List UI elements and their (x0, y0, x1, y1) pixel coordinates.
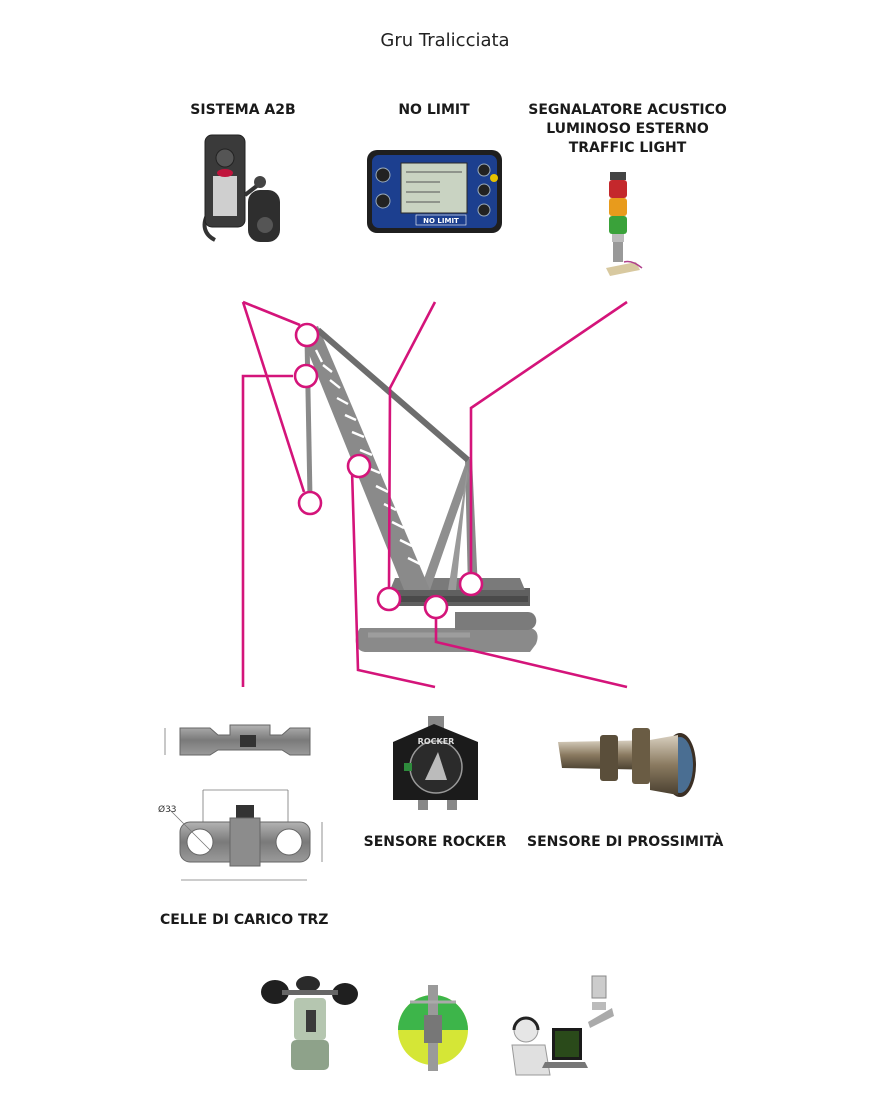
load-cell-diameter-text: Ø33 (158, 804, 177, 815)
line-a2b-to-hook (241, 301, 306, 493)
label-sensore-prossimita: SENSORE DI PROSSIMITÀ (527, 834, 724, 850)
rocker-brand-text: ROCKER (418, 737, 455, 746)
proximity-sensor-image (558, 728, 696, 797)
line-traffic-light (469, 300, 628, 574)
label-no-limit: NO LIMIT (398, 102, 470, 118)
a2b-device-image (202, 134, 280, 242)
sensor-marker-load-cell (293, 363, 319, 389)
page-title: Gru Tralicciata (380, 30, 510, 51)
load-cell-top-view: Ø33 (158, 789, 323, 881)
rocker-sensor-image: ROCKER (393, 716, 478, 810)
label-celle-di-carico: CELLE DI CARICO TRZ (160, 912, 329, 928)
line-rocker (350, 469, 436, 689)
line-no-limit (387, 301, 437, 590)
inclinometer-image (398, 985, 468, 1071)
label-segnalatore-line1: SEGNALATORE ACUSTICO (528, 102, 727, 118)
sensor-marker-proximity (423, 594, 449, 620)
anemometer-image (261, 976, 358, 1070)
traffic-light-device-image (606, 172, 643, 276)
label-segnalatore: SEGNALATORE ACUSTICO LUMINOSO ESTERNO TR… (520, 101, 735, 158)
sensor-markers (293, 322, 484, 620)
remote-monitoring-image (511, 975, 614, 1076)
sensor-marker-boom-angle (346, 453, 372, 479)
no-limit-screen-text: NO LIMIT (423, 217, 459, 225)
label-sistema-a2b: SISTEMA A2B (190, 102, 296, 118)
label-segnalatore-line3: TRAFFIC LIGHT (568, 140, 687, 156)
connection-lines (241, 300, 628, 689)
lattice-crane (300, 326, 538, 652)
boom-lattice-pattern (314, 349, 421, 566)
sensor-marker-hook (297, 490, 323, 516)
sensor-marker-no-limit (376, 586, 402, 612)
sensor-marker-traffic-light (458, 571, 484, 597)
load-cell-side-view (164, 724, 311, 756)
sensor-marker-boom-tip (294, 322, 320, 348)
label-segnalatore-line2: LUMINOSO ESTERNO (546, 121, 709, 137)
line-load-cell (241, 374, 293, 687)
no-limit-device-image: NO LIMIT (367, 150, 502, 233)
line-proximity (434, 617, 628, 689)
line-a2b-to-boom-tip (242, 300, 301, 327)
label-sensore-rocker: SENSORE ROCKER (363, 834, 507, 850)
